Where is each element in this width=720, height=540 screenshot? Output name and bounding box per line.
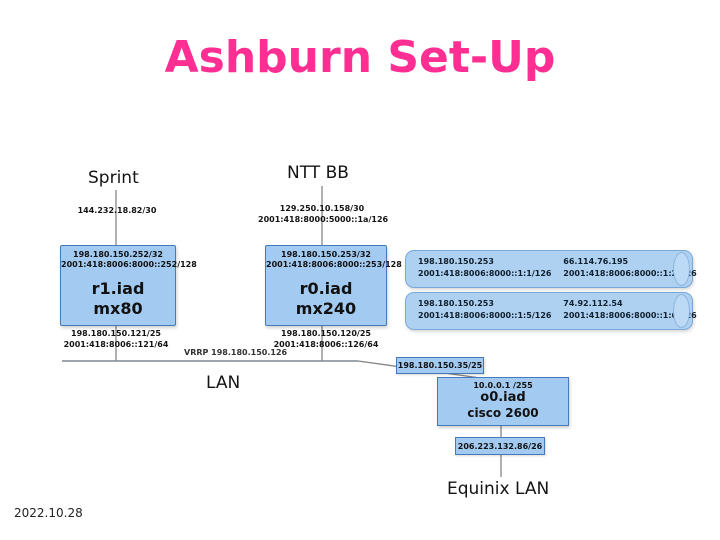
switch-o0-name: o0.iad — [480, 390, 526, 405]
tunnel-2-remote: 74.92.112.54 2001:418:8006:8000::1:6/126 — [563, 293, 696, 329]
router-r0-name: r0.iad — [299, 278, 353, 298]
router-r1-name: r1.iad — [91, 278, 145, 298]
tunnel-cylinder-2: 198.180.150.253 2001:418:8006:8000::1:5/… — [405, 292, 697, 330]
lan-label: LAN — [206, 373, 241, 393]
slide-title: Ashburn Set-Up — [164, 32, 556, 83]
cylinder-cap-icon — [673, 294, 690, 328]
r0-lan-ips: 198.180.150.120/25 2001:418:8006::126/64 — [269, 329, 383, 351]
ntt-uplink-ip4: 129.250.10.158/30 — [279, 204, 365, 213]
tunnel-1-remote-ip6: 2001:418:8006:8000::1:2/126 — [563, 269, 697, 278]
tunnel-cylinder-1: 198.180.150.253 2001:418:8006:8000::1:1/… — [405, 250, 697, 288]
router-r0-ip4: 198.180.150.253/32 — [281, 250, 371, 259]
router-r1-ip4: 198.180.150.252/32 — [73, 250, 163, 259]
r1-lan-ip4: 198.180.150.121/25 — [71, 329, 161, 338]
tunnel-1-local-ip6: 2001:418:8006:8000::1:1/126 — [418, 269, 552, 278]
slide-date: 2022.10.28 — [14, 506, 83, 520]
tunnel-2-local-ip4: 198.180.150.253 — [418, 299, 494, 308]
router-r1-box: 198.180.150.252/32 2001:418:8006:8000::2… — [60, 245, 197, 326]
tunnel-1-local-ip4: 198.180.150.253 — [418, 257, 494, 266]
equinix-lan-label: Equinix LAN — [447, 479, 550, 499]
router-r0-model: mx240 — [295, 298, 357, 318]
router-r0-box: 198.180.150.253/32 2001:418:8006:8000::2… — [265, 245, 402, 326]
tunnel-1-remote: 66.114.76.195 2001:418:8006:8000::1:2/12… — [563, 251, 696, 287]
router-r1-ip6: 2001:418:8006:8000::252/128 — [61, 260, 197, 270]
switch-o0-model: cisco 2600 — [467, 405, 539, 420]
tunnel-1-local: 198.180.150.253 2001:418:8006:8000::1:1/… — [406, 251, 563, 287]
r1-lan-ip6: 2001:418:8006::121/64 — [63, 339, 169, 349]
r0-lan-ip4: 198.180.150.120/25 — [281, 329, 371, 338]
r1-lan-ips: 198.180.150.121/25 2001:418:8006::121/64 — [59, 329, 173, 351]
router-r0-ip6: 2001:418:8006:8000::253/128 — [266, 260, 402, 270]
tunnel-2-remote-ip6: 2001:418:8006:8000::1:6/126 — [563, 311, 697, 320]
tunnel-1-remote-ip4: 66.114.76.195 — [563, 257, 629, 266]
vrrp-label: VRRP 198.180.150.126 — [184, 348, 288, 357]
ntt-label: NTT BB — [287, 163, 349, 183]
tunnel-2-local-ip6: 2001:418:8006:8000::1:5/126 — [418, 311, 552, 320]
sprint-label: Sprint — [88, 168, 139, 188]
tunnel-2-local: 198.180.150.253 2001:418:8006:8000::1:5/… — [406, 293, 563, 329]
tunnel-2-remote-ip4: 74.92.112.54 — [563, 299, 623, 308]
ntt-uplink-ip6: 2001:418:8000:5000::1a/126 — [258, 214, 389, 224]
o0-uplink-ip-box: 198.180.150.35/25 — [396, 357, 484, 374]
ntt-uplink-ips: 129.250.10.158/30 2001:418:8000:5000::1a… — [258, 204, 389, 226]
switch-o0-ip: 10.0.0.1 /255 — [473, 381, 533, 390]
cylinder-cap-icon — [673, 252, 690, 286]
router-r1-model: mx80 — [93, 298, 143, 318]
switch-o0-box: 10.0.0.1 /255 o0.iad cisco 2600 — [437, 377, 569, 426]
o0-downlink-ip-box: 206.223.132.86/26 — [455, 437, 545, 455]
sprint-uplink-ip: 144.232.18.82/30 — [77, 206, 157, 215]
r0-lan-ip6: 2001:418:8006::126/64 — [273, 339, 379, 349]
